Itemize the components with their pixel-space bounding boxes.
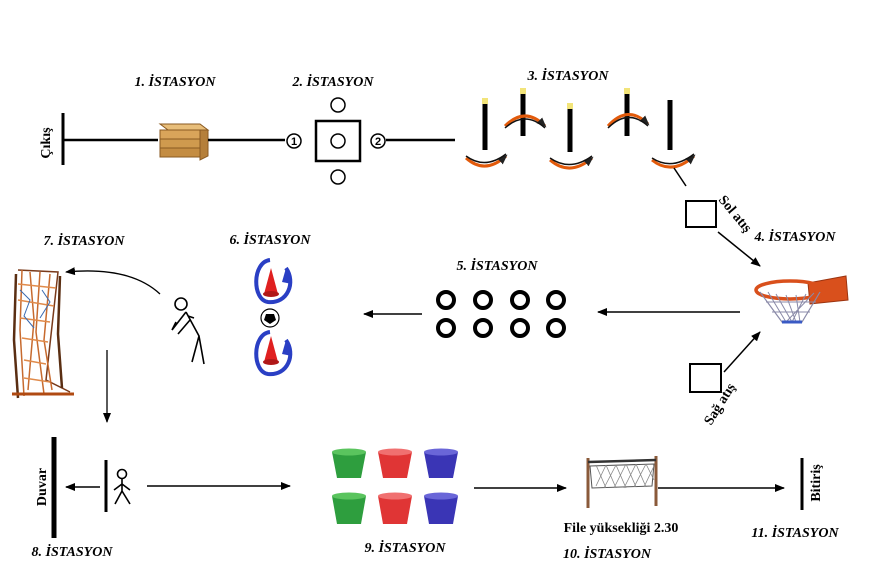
agility-square-icon [314,97,362,185]
climbing-net-icon [12,269,74,399]
course-line-4 [673,167,687,187]
start-post: Çıkış [39,113,65,165]
station-6-label: 6. İSTASYON [230,231,312,248]
marker-two-icon: 2 [370,133,386,149]
station-10-label: 10. İSTASYON [563,545,652,562]
left-shot-arrow [717,231,761,267]
player-icon [171,297,205,365]
buckets-icon [332,448,458,524]
agility-rings-icon [436,290,566,338]
wall-label: Duvar [35,468,50,506]
station-7-label: 7. İSTASYON [44,232,126,249]
right-shot-arrow [723,331,761,373]
arrow-to-station-7 [65,267,161,295]
station-5-label: 5. İSTASYON [457,257,539,274]
left-shot-square [685,200,717,228]
station-2-label: 2. İSTASYON [292,73,375,90]
station-9-label: 9. İSTASYON [365,539,447,556]
marker-one-icon: 1 [286,133,302,149]
station-8-label: 8. İSTASYON [32,543,114,560]
start-label: Çıkış [39,127,54,159]
left-shot-label: Sol atış [715,193,755,236]
dribble-cones-icon [254,258,293,377]
net-height-label: File yüksekliği 2.30 [564,521,679,536]
station-1-label: 1. İSTASYON [135,73,217,90]
station-11-label: 11. İSTASYON [751,524,839,541]
finish-label: Bitiriş [809,464,824,502]
volleyball-net-icon [586,456,658,508]
station-3-label: 3. İSTASYON [527,67,610,84]
basketball-hoop-icon [754,275,849,324]
station-4-label: 4. İSTASYON [754,228,837,245]
svg-text:1: 1 [291,136,297,148]
svg-text:2: 2 [375,136,381,148]
stick-figure-icon [113,468,131,505]
vaulting-box-icon [158,123,210,161]
slalom-poles-icon [465,88,696,170]
right-shot-square [689,363,722,393]
